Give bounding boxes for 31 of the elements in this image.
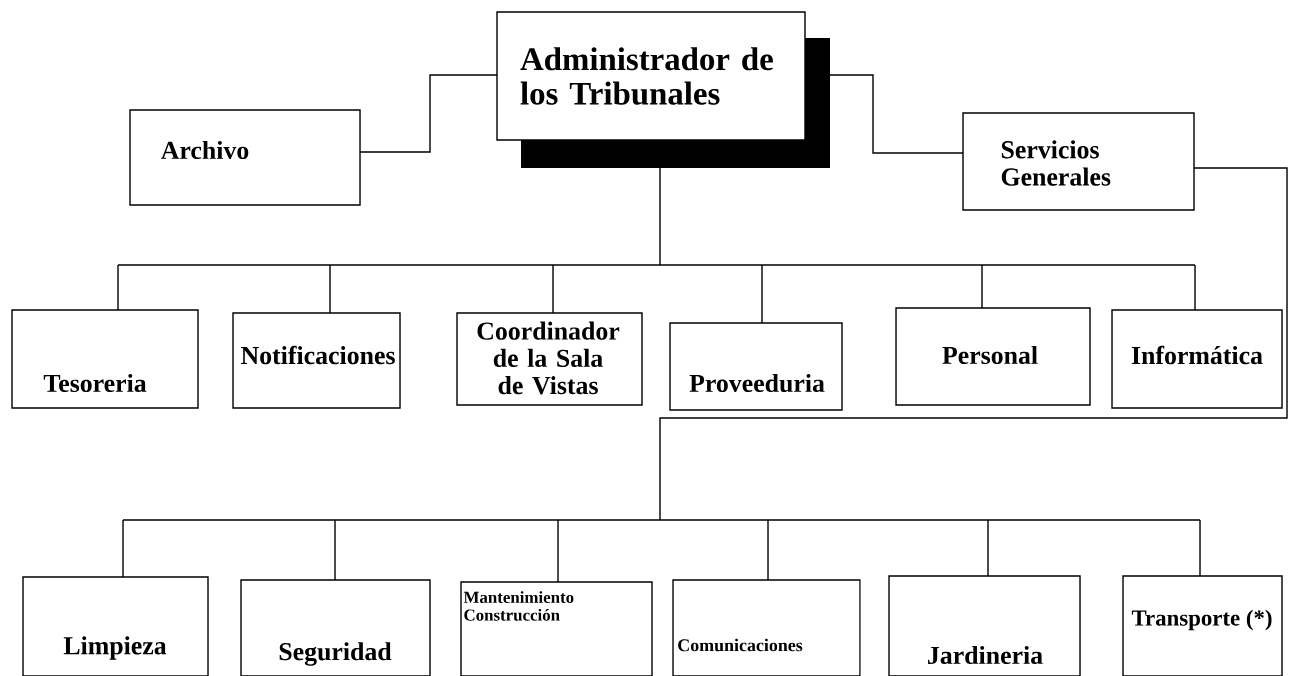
org-box: Personal: [895, 307, 1091, 406]
org-box: Coordinador de la Sala de Vistas: [456, 312, 643, 406]
connector-line: [829, 74, 964, 154]
org-box: Limpieza: [22, 576, 209, 676]
connector-line: [981, 264, 983, 309]
connector-line: [334, 519, 336, 581]
org-box: Notificaciones: [232, 312, 401, 409]
connector-line: [557, 519, 559, 583]
connector-line: [122, 167, 1288, 521]
org-box: Comunicaciones: [672, 579, 861, 676]
connector-line: [987, 519, 989, 577]
connector-line: [359, 74, 498, 153]
connector-line: [767, 519, 769, 581]
org-box: Archivo: [129, 109, 361, 206]
org-box: Mantenimiento Construcción: [460, 581, 653, 676]
connector-line: [1194, 264, 1196, 311]
connector-line: [122, 519, 124, 578]
org-box: Transporte (*): [1122, 575, 1283, 676]
org-box: Tesoreria: [11, 309, 199, 409]
org-box: Proveeduria: [669, 322, 843, 411]
org-box: Informática: [1111, 309, 1283, 409]
connector-line: [1199, 519, 1201, 577]
connector-line: [761, 264, 763, 324]
connector-line: [552, 264, 554, 314]
org-box: Seguridad: [240, 579, 431, 676]
connector-line: [117, 167, 1196, 266]
title-box: Administrador de los Tribunales: [496, 11, 830, 168]
org-box: Jardineria: [888, 575, 1081, 676]
connector-line: [329, 264, 331, 314]
connector-line: [117, 264, 119, 311]
org-box: Servicios Generales: [962, 112, 1195, 211]
